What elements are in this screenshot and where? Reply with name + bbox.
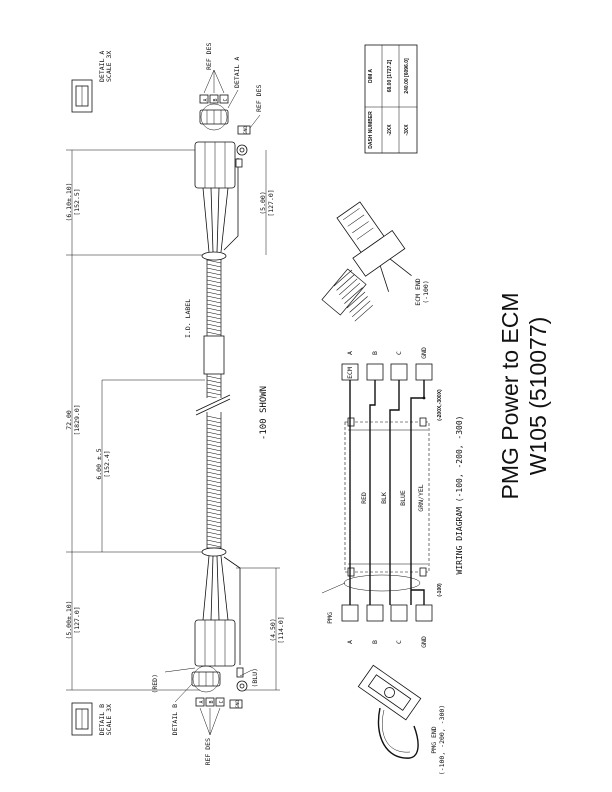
label-offset-mm: [152.4] <box>103 450 111 477</box>
pin-a-top: A <box>203 98 209 101</box>
ecm-pin-gnd-label: GND <box>420 347 428 359</box>
ref-des-top: REF DES <box>205 43 213 70</box>
blu-wire-callout: (BLU) <box>251 668 259 688</box>
pin-b-top: B <box>213 98 219 101</box>
pmg-label: PMG <box>326 612 334 624</box>
bottom-breakout-mm: [127.0] <box>73 606 81 633</box>
dash-row-2: -3XX <box>404 124 410 136</box>
dima-header: DIM A <box>368 69 374 83</box>
top-breakout-mm: [152.5] <box>73 188 81 215</box>
pmg-pin-b <box>366 604 384 622</box>
top-gnd-mm: [127.0] <box>267 189 275 216</box>
detail-b-view <box>71 665 253 736</box>
detail-a-name: DETAIL A <box>98 51 106 82</box>
wire-blue-label: BLUE <box>399 490 407 506</box>
wire-red-label: RED <box>360 492 368 504</box>
detail-a-callout: DETAIL A <box>233 57 241 88</box>
bottom-gnd-dim: (4.50) <box>269 618 277 641</box>
pmg-pin-a-label: A <box>346 640 354 644</box>
pmg-pin-gnd <box>415 604 433 622</box>
id-label-callout: I.D. LABEL <box>184 299 192 338</box>
ecm-conduit <box>321 268 373 322</box>
ecm-end-label: ECM END <box>414 278 422 305</box>
label-offset-dim: 6.00 ±.5 <box>95 448 103 479</box>
pmg-end-view: PMG END (-100, -200, -300) <box>357 664 446 775</box>
ecm-pin-c-label: C <box>395 351 403 355</box>
pin-b-bottom: B <box>209 700 215 703</box>
dash-row-1: -2XX <box>387 124 393 136</box>
ecm-pin-b-label: B <box>371 351 379 355</box>
ref-des-gnd-callout: REF DES <box>255 85 263 112</box>
ref-des-bottom: REF DES <box>204 738 212 765</box>
overall-length-mm: [1829.0] <box>73 404 81 435</box>
pin-c-bottom: C <box>219 700 225 703</box>
pmg-end-dash: (-100, -200, -300) <box>438 705 446 775</box>
top-breakout-dim: (6.10±.10) <box>65 182 73 221</box>
pmg-pin-a <box>341 604 359 622</box>
bottom-breakout-dim: (5.00±.10) <box>65 600 73 639</box>
dim-row-1: 68.00 [1727.2] <box>387 59 393 92</box>
pin-c-top: C <box>223 98 229 101</box>
pmg-end-label: PMG END <box>430 726 438 753</box>
cable-dimension-text: 72.00 [1829.0] 6.00 ±.5 [152.4] (6.10±.1… <box>65 43 285 766</box>
detail-a-scale: SCALE 3X <box>105 51 113 82</box>
pin-a-bottom: A <box>199 700 205 703</box>
pmg-dash-note: (-100) <box>437 583 443 597</box>
pmg-pin-c <box>390 604 408 622</box>
shown-note: -100 SHOWN <box>259 386 269 440</box>
ecm-dash-note: (-200X,-300X) <box>437 389 443 421</box>
wire-blk-label: BLK <box>380 492 388 504</box>
dash-header: DASH NUMBER <box>368 111 374 149</box>
ecm-label: ECM <box>346 367 354 379</box>
gnd-bottom: GND <box>235 700 241 708</box>
bottom-gnd-mm: [114.0] <box>277 616 285 643</box>
dim-row-2: 240.00 [6096.0] <box>404 58 410 94</box>
wiring-diagram-title: WIRING DIAGRAM (-100, -200, -300) <box>455 416 464 575</box>
red-wire-callout: (RED) <box>151 674 159 694</box>
dash-number-table: DASH NUMBER DIM A -2XX 68.00 [1727.2] -3… <box>364 44 418 154</box>
ecm-end-view: ECM END (-100) <box>321 201 430 322</box>
detail-b-callout: DETAIL B <box>171 704 179 735</box>
title-line-1: PMG Power to ECM <box>497 292 523 499</box>
ecm-pin-a-label: A <box>346 351 354 355</box>
pmg-pin-gnd-label: GND <box>420 636 428 648</box>
pmg-pin-b-label: B <box>371 640 379 644</box>
overall-length-dim: 72.00 <box>65 410 73 430</box>
gnd-top: GND <box>243 126 249 134</box>
detail-b-scale: SCALE 3X <box>105 704 113 735</box>
detail-a-view <box>71 69 261 135</box>
detail-b-name: DETAIL B <box>98 704 106 735</box>
top-gnd-dim: (5.00) <box>259 191 267 214</box>
ecm-end-dash: (-100) <box>422 280 430 303</box>
wiring-diagram: ECM PMG A B C GND A B C GND RED BLK BLUE… <box>321 347 464 648</box>
ecm-pin-gnd <box>415 363 433 381</box>
pmg-pin-c-label: C <box>395 640 403 644</box>
ecm-pin-c <box>390 363 408 381</box>
ecm-pin-b <box>366 363 384 381</box>
wire-grnyel-label: GRN/YEL <box>417 484 425 511</box>
title-line-2: W105 (510077) <box>525 317 551 476</box>
drawing-title: PMG Power to ECM W105 (510077) <box>497 292 551 499</box>
cable-assembly <box>66 69 280 736</box>
